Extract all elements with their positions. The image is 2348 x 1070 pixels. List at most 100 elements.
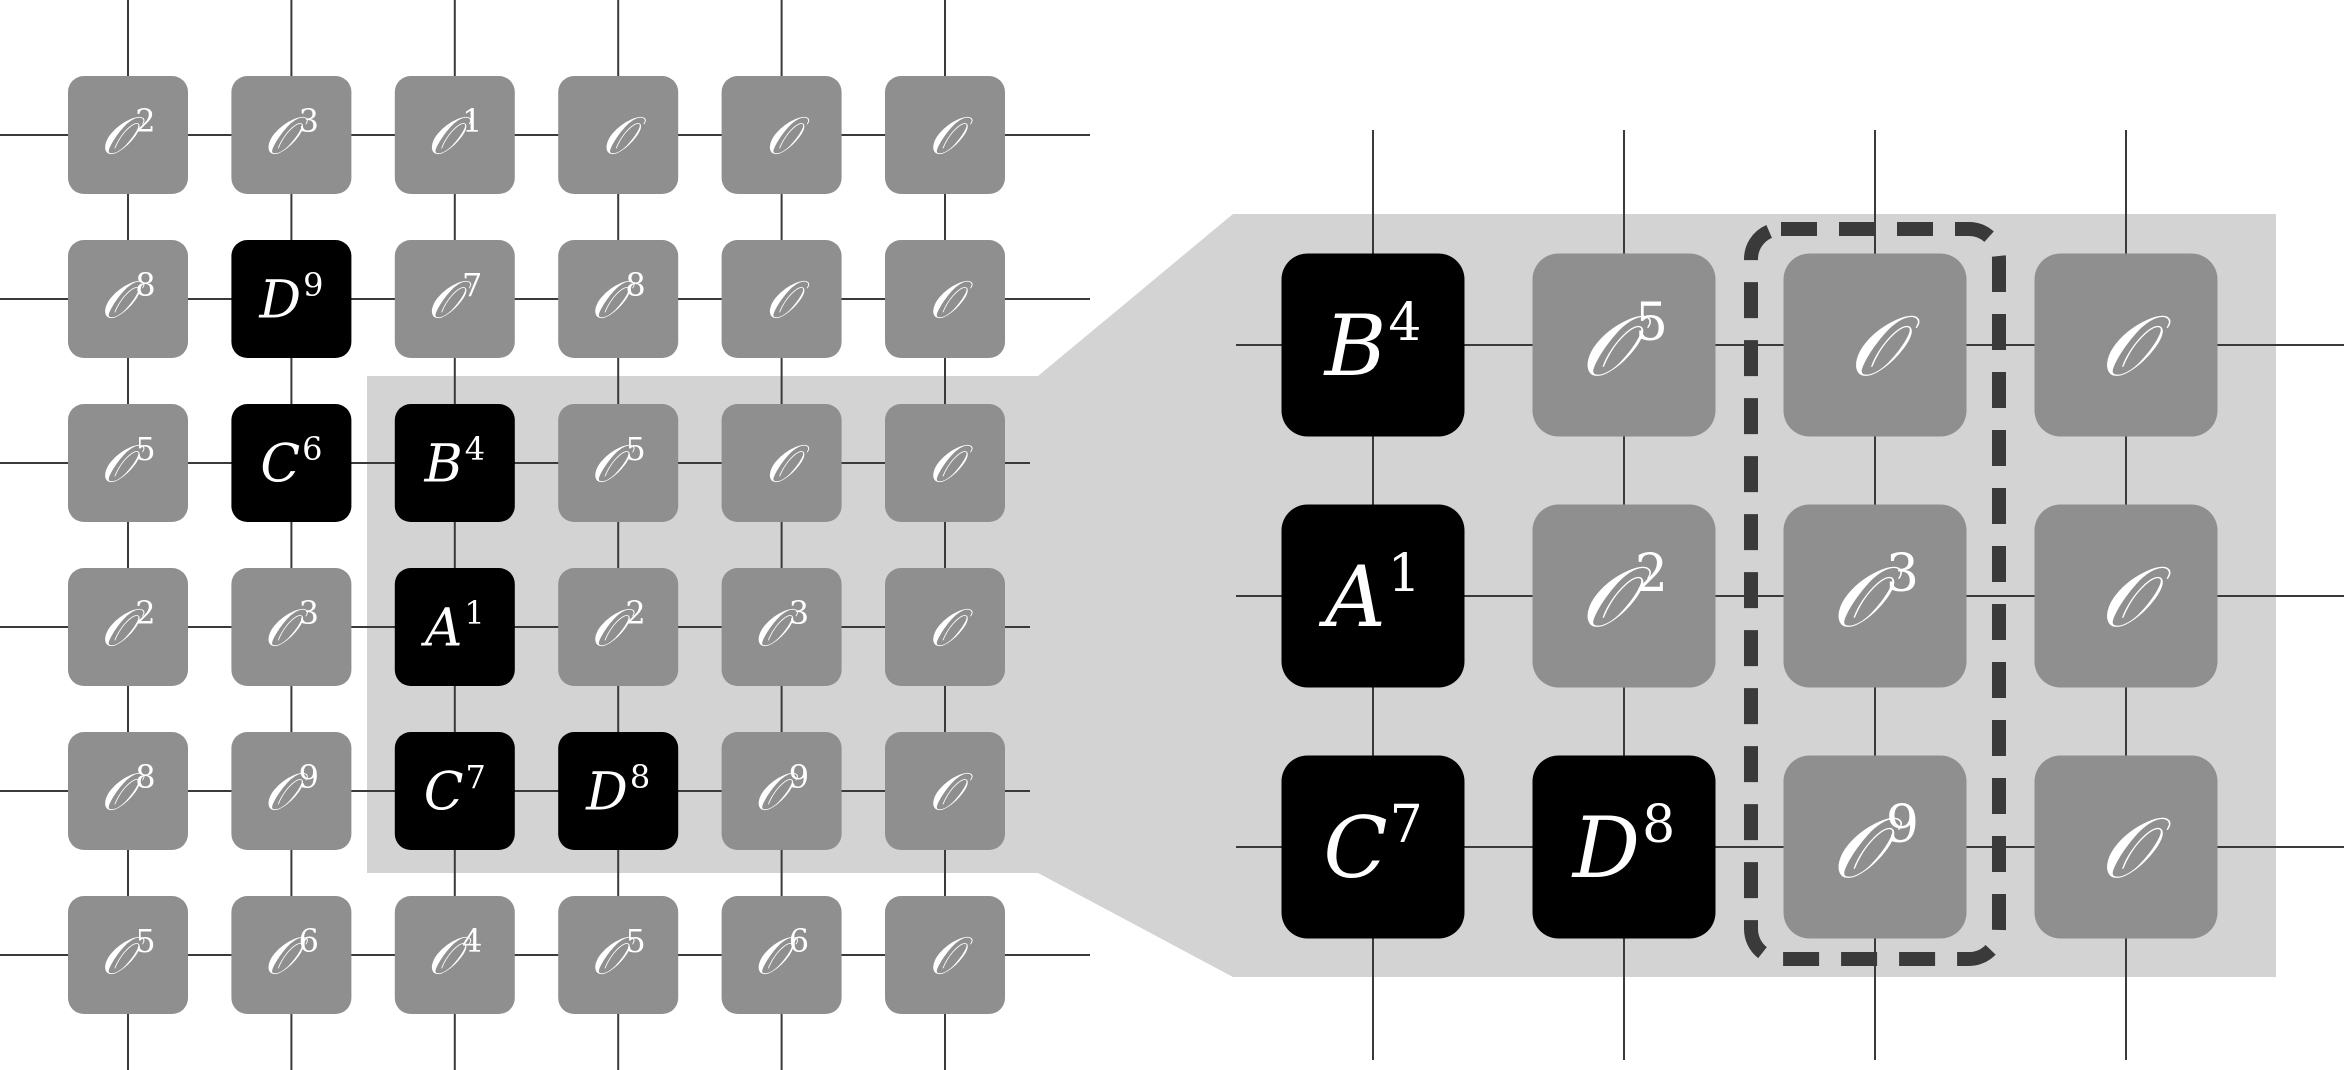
tile-label: C7: [424, 758, 486, 823]
tile-box: [885, 896, 1005, 1014]
tile-label: D9: [258, 266, 323, 331]
tile-box: [68, 568, 188, 686]
tile-box: [68, 732, 188, 850]
tile-label-superscript: 9: [303, 266, 323, 304]
agent-tile: A1: [394, 568, 515, 686]
tile-label-base: C: [260, 435, 300, 495]
tile-label: 𝒪9: [754, 758, 809, 823]
tile-box: [558, 896, 679, 1014]
tile-label: A1: [1318, 544, 1421, 646]
tile-label-base: D: [258, 271, 301, 331]
observation-tile: 𝒪2: [68, 76, 188, 194]
tile-label-superscript: 3: [299, 102, 319, 140]
tile-box: [1532, 504, 1716, 688]
tile-label-superscript: 5: [625, 430, 645, 468]
observation-tile: 𝒪7: [394, 240, 515, 358]
tile-label-superscript: 8: [1642, 795, 1675, 855]
tile-box: [231, 76, 352, 194]
observation-tile: 𝒪: [721, 76, 842, 194]
observation-tile: 𝒪8: [68, 240, 188, 358]
tile-label: B4: [424, 430, 486, 495]
dashed-column-outline: [1744, 222, 2006, 966]
tile-box: [2034, 755, 2218, 939]
tile-label-base: C: [1323, 799, 1387, 897]
observation-tile: 𝒪4: [394, 896, 515, 1014]
tile-label-superscript: 4: [1388, 293, 1421, 353]
tile-label-superscript: 2: [135, 594, 155, 632]
tile-label: 𝒪9: [264, 758, 319, 823]
observation-tile: 𝒪9: [1783, 755, 1967, 939]
tile-box: [394, 404, 515, 522]
agent-tile: B4: [1281, 253, 1465, 437]
observation-tile: 𝒪2: [68, 568, 188, 686]
tile-label-base: C: [424, 763, 464, 823]
observation-tile: 𝒪2: [1532, 504, 1716, 688]
tile-box: [231, 240, 352, 358]
tile-label-superscript: 8: [135, 758, 155, 796]
tile-box: [558, 568, 679, 686]
agent-tile: D8: [558, 732, 679, 850]
observation-tile: 𝒪: [885, 76, 1005, 194]
observation-tile: 𝒪: [2034, 755, 2218, 939]
tile-box: [1281, 504, 1465, 688]
tile-box: [231, 568, 352, 686]
tile-box: [1783, 504, 1967, 688]
tile-box: [885, 568, 1005, 686]
tile-box: [394, 240, 515, 358]
observation-tile: 𝒪: [721, 240, 842, 358]
observation-tile: 𝒪: [2034, 253, 2218, 437]
observation-tile: 𝒪: [885, 896, 1005, 1014]
observation-tile: 𝒪: [721, 404, 842, 522]
tile-box: [721, 240, 842, 358]
agent-tile: D9: [231, 240, 352, 358]
observation-tile: 𝒪5: [68, 404, 188, 522]
tile-label-base: D: [1571, 799, 1640, 897]
tile-label-superscript: 5: [1635, 293, 1668, 353]
observation-tile: 𝒪9: [721, 732, 842, 850]
tile-box: [1783, 755, 1967, 939]
tile-box: [721, 76, 842, 194]
tile-label-base: B: [424, 435, 463, 495]
tile-label-superscript: 9: [789, 758, 809, 796]
observation-tile: 𝒪6: [721, 896, 842, 1014]
tile-label-superscript: 8: [135, 266, 155, 304]
observation-tile: 𝒪9: [231, 732, 352, 850]
tile-box: [394, 732, 515, 850]
tile-label-superscript: 5: [625, 922, 645, 960]
tile-label-base: A: [421, 599, 463, 659]
observation-tile: 𝒪3: [231, 76, 352, 194]
tile-label: D8: [1571, 795, 1675, 897]
tile-box: [1532, 755, 1716, 939]
tile-label-superscript: 7: [466, 758, 486, 796]
tile-box: [1281, 253, 1465, 437]
agent-tile: C6: [231, 404, 352, 522]
tile-box: [2034, 253, 2218, 437]
tile-box: [1281, 755, 1465, 939]
tile-label-superscript: 2: [625, 594, 645, 632]
tile-box: [558, 76, 679, 194]
tile-box: [885, 732, 1005, 850]
tile-label: B4: [1323, 293, 1422, 395]
observation-tile: 𝒪1: [394, 76, 515, 194]
tile-label-superscript: 7: [462, 266, 482, 304]
tile-box: [721, 404, 842, 522]
observation-tile: 𝒪8: [558, 240, 679, 358]
tile-label-superscript: 6: [302, 430, 322, 468]
tile-label: 𝒪2: [1580, 544, 1668, 646]
tile-box: [885, 240, 1005, 358]
observation-tile: 𝒪5: [558, 896, 679, 1014]
dashed-column-box: [1744, 222, 2006, 966]
tile-box: [558, 732, 679, 850]
tile-label: C6: [260, 430, 322, 495]
tile-label-superscript: 6: [789, 922, 809, 960]
observation-tile: 𝒪6: [231, 896, 352, 1014]
tile-box: [231, 404, 352, 522]
observation-tile: 𝒪3: [1783, 504, 1967, 688]
tile-label-superscript: 9: [1886, 795, 1919, 855]
observation-tile: 𝒪: [1783, 253, 1967, 437]
agent-tile: B4: [394, 404, 515, 522]
tile-label: 𝒪3: [1831, 544, 1919, 646]
tile-box: [231, 896, 352, 1014]
tile-box: [558, 240, 679, 358]
tile-box: [558, 404, 679, 522]
